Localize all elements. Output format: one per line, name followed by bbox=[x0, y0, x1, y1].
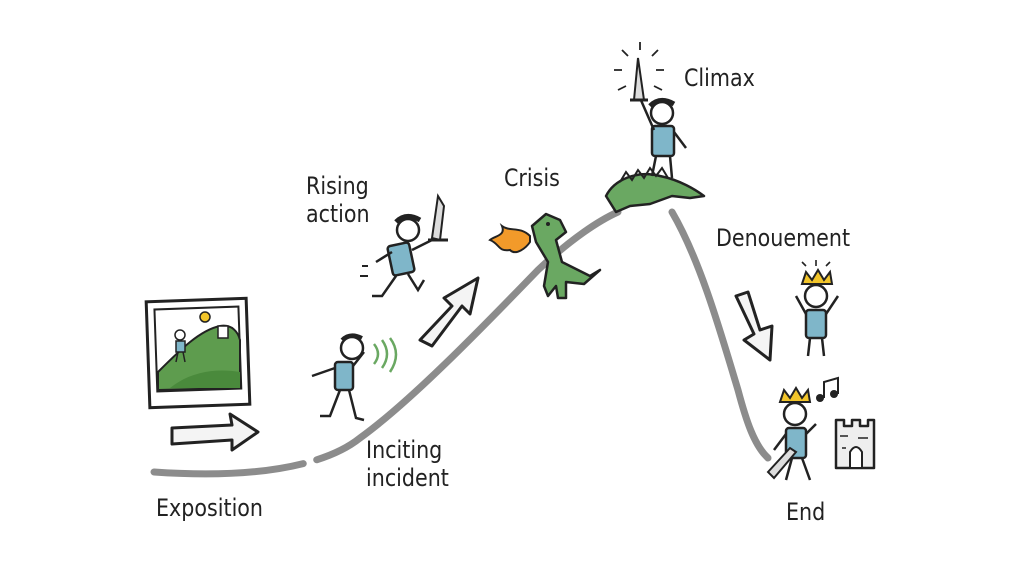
sun-icon bbox=[199, 311, 211, 323]
plot-curve-descent bbox=[668, 208, 772, 462]
fire-breath-icon bbox=[488, 223, 531, 254]
label-rising-action: Rising action bbox=[306, 172, 370, 228]
dragon-icon bbox=[488, 212, 602, 300]
inciting-figure-icon bbox=[311, 333, 398, 422]
denouement-arrow-icon bbox=[734, 290, 774, 362]
plot-curve bbox=[150, 208, 622, 478]
label-inciting-incident: Inciting incident bbox=[366, 436, 449, 492]
end-king-icon bbox=[766, 376, 876, 481]
exposition-picture bbox=[144, 296, 252, 410]
crowned-figure-icon bbox=[794, 260, 840, 357]
exposition-arrow-icon bbox=[170, 412, 260, 452]
music-note-icon bbox=[823, 376, 839, 398]
label-climax: Climax bbox=[684, 64, 755, 92]
rising-arrow-icon bbox=[418, 276, 480, 348]
label-exposition: Exposition bbox=[156, 494, 264, 522]
castle-tower-icon bbox=[834, 418, 876, 470]
label-crisis: Crisis bbox=[504, 164, 560, 192]
hero-with-sword-icon bbox=[360, 193, 448, 298]
climax-hero-on-dragon-icon bbox=[604, 42, 706, 214]
label-denouement: Denouement bbox=[716, 224, 851, 252]
label-end: End bbox=[786, 498, 826, 526]
castle-icon bbox=[217, 325, 229, 339]
